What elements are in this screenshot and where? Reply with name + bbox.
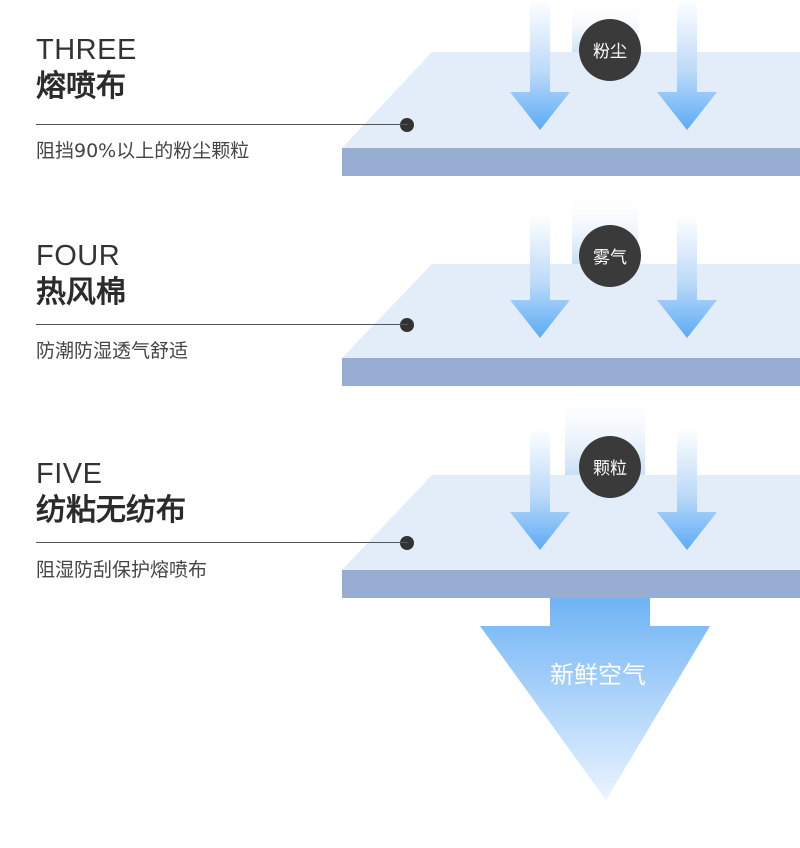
layer-info-three: THREE 熔喷布 阻挡90%以上的粉尘颗粒 <box>36 34 416 162</box>
layer-number: FOUR <box>36 240 121 272</box>
leader-dot <box>400 318 414 332</box>
layer-desc: 阻湿防刮保护熔喷布 <box>36 559 208 581</box>
badge-label: 雾气 <box>593 248 627 268</box>
layer-desc: 防潮防湿透气舒适 <box>36 340 189 362</box>
layer-number: THREE <box>36 34 137 66</box>
layer-number: FIVE <box>36 458 103 490</box>
layer-name: 熔喷布 <box>36 69 126 104</box>
badge-label: 颗粒 <box>593 459 627 479</box>
airflow-down-arrow-icon <box>510 0 570 130</box>
leader-line <box>36 324 408 325</box>
particle-badge: 颗粒 <box>579 436 641 498</box>
airflow-down-arrow-icon <box>510 428 570 550</box>
airflow-down-arrow-icon <box>657 215 717 338</box>
leader-dot <box>400 536 414 550</box>
badge-label: 粉尘 <box>593 42 627 62</box>
layer-desc: 阻挡90%以上的粉尘颗粒 <box>36 140 250 162</box>
layer-info-five: FIVE 纺粘无纺布 阻湿防刮保护熔喷布 <box>36 458 416 581</box>
layer-name: 纺粘无纺布 <box>36 493 186 528</box>
output-label: 新鲜空气 <box>550 661 646 689</box>
airflow-down-arrow-icon <box>657 428 717 550</box>
layer-name: 热风棉 <box>36 275 126 310</box>
particle-badge: 粉尘 <box>579 19 641 81</box>
filter-panel-edge <box>342 570 800 598</box>
leader-line <box>36 542 408 543</box>
filter-panel-edge <box>342 358 800 386</box>
airflow-down-arrow-icon <box>657 0 717 130</box>
leader-line <box>36 124 408 125</box>
airflow-down-arrow-icon <box>510 215 570 338</box>
leader-dot <box>400 118 414 132</box>
fresh-air-output-arrow-icon <box>480 598 710 800</box>
filter-panel-edge <box>342 148 800 176</box>
layer-info-four: FOUR 热风棉 防潮防湿透气舒适 <box>36 240 416 362</box>
particle-badge: 雾气 <box>579 225 641 287</box>
